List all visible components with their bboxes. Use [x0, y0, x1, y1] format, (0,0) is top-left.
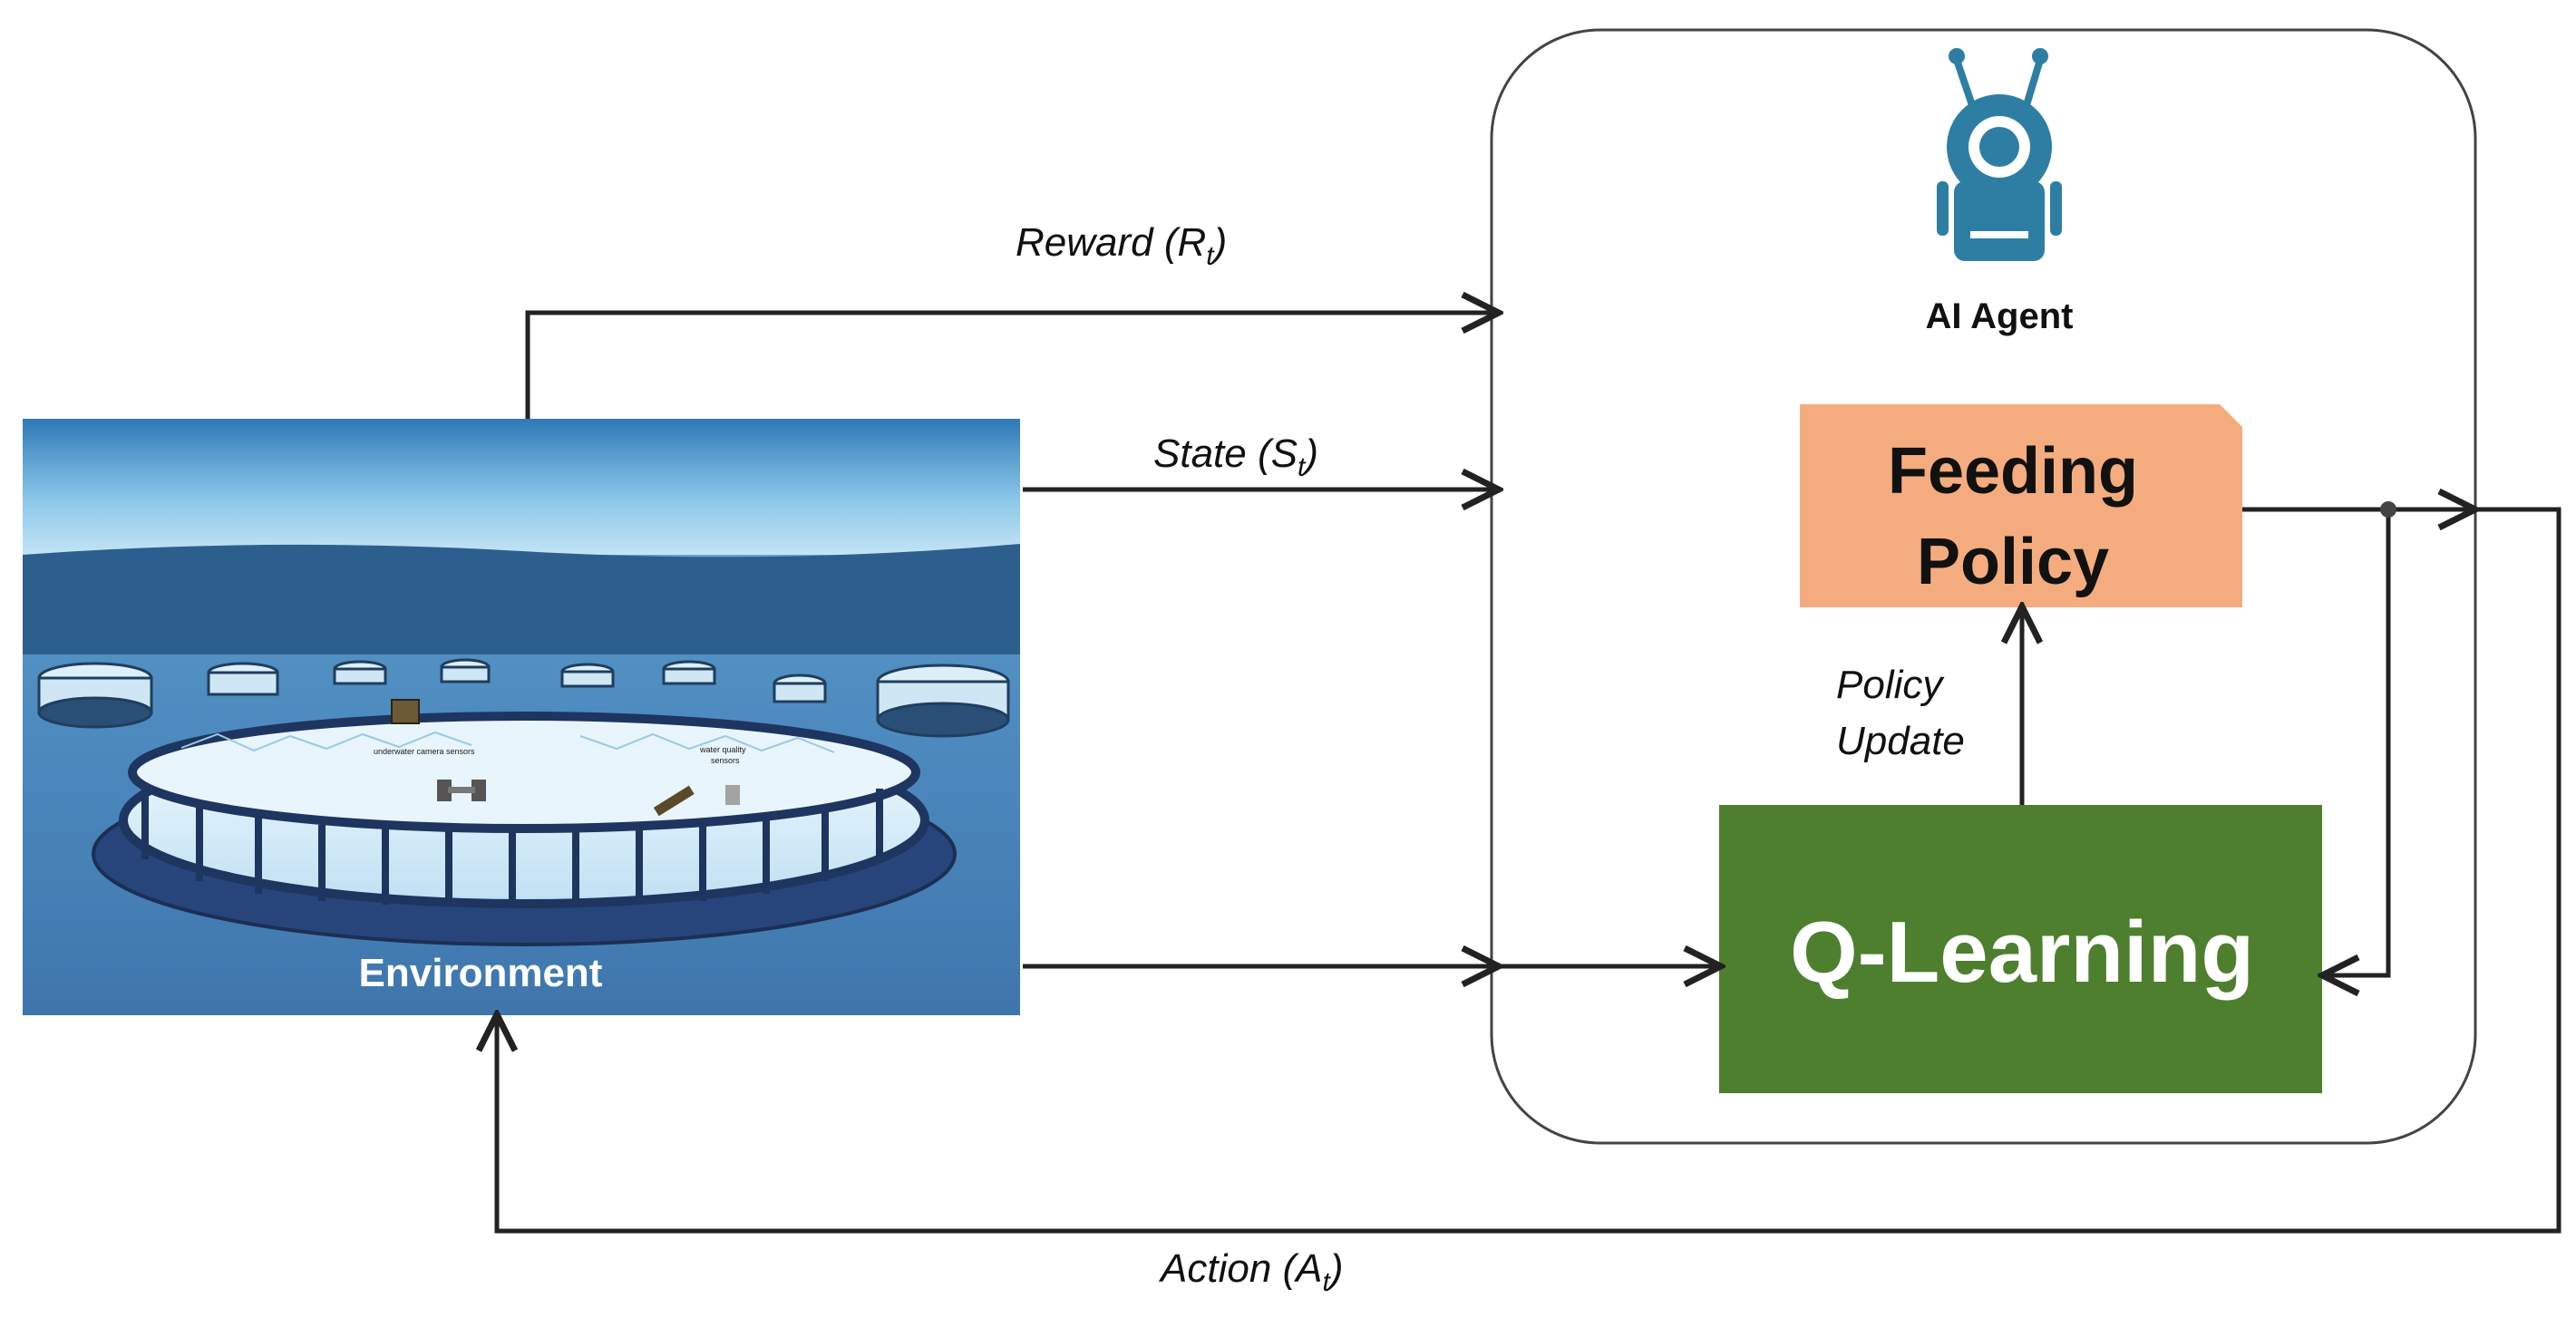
feeding-policy-line1: Feeding: [1888, 435, 2138, 508]
sky-band: [23, 419, 1020, 555]
reward-label: Reward (Rt): [1016, 220, 1227, 271]
junction-dot: [2380, 501, 2396, 518]
agent-container: [1490, 28, 2477, 1145]
q-learning-box: [1719, 805, 2322, 1093]
main-fish-cage: underwater camera sensors water quality …: [92, 699, 957, 946]
action-label: Action (At): [1158, 1246, 1344, 1297]
q-learning-label: Q-Learning: [1790, 904, 2254, 1001]
policy-update-line1: Policy: [1836, 663, 1945, 707]
buoy-icon: [391, 699, 420, 724]
environment-label: Environment: [359, 951, 603, 995]
environment-image: underwater camera sensors water quality …: [23, 419, 1020, 1015]
policy-update-line2: Update: [1836, 719, 1965, 763]
water-surface-band: [23, 544, 1020, 654]
water-quality-sensor-icon: [653, 785, 740, 817]
feedback-arrow: [2327, 509, 2391, 975]
water-quality-label-2: sensors: [711, 756, 740, 765]
distant-cages: [37, 658, 1010, 738]
feeding-policy-box: [1800, 404, 2242, 607]
camera-sensor-icon: [437, 780, 486, 801]
action-arrow: [497, 507, 2561, 1234]
robot-icon: [1937, 48, 2062, 261]
state-label: State (St): [1153, 431, 1318, 482]
ai-agent-label: AI Agent: [1926, 296, 2074, 336]
reward-arrow: [525, 313, 1494, 419]
water-quality-label-1: water quality: [699, 745, 746, 754]
feeding-policy-line2: Policy: [1917, 526, 2109, 598]
underwater-camera-label: underwater camera sensors: [374, 747, 475, 756]
